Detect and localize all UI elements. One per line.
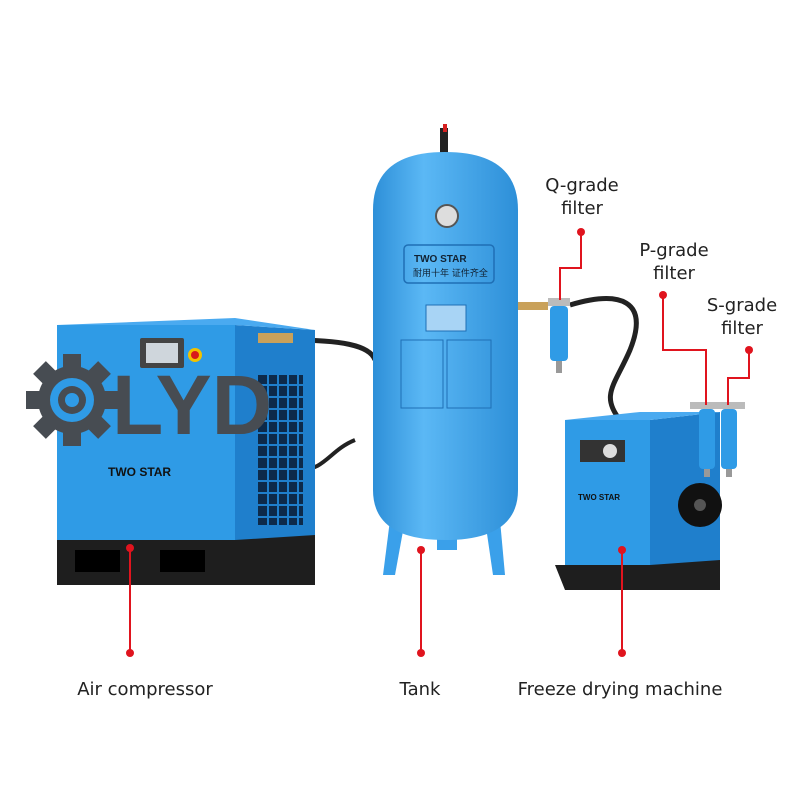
callout-dot — [659, 291, 667, 299]
label-line: filter — [721, 318, 763, 339]
tank: TWO STAR 耐用十年 证件齐全 — [373, 124, 548, 575]
callout-dot — [126, 649, 134, 657]
callout-dot — [577, 228, 585, 236]
label-freeze-drying-machine: Freeze drying machine — [517, 679, 723, 700]
callout-dot — [618, 649, 626, 657]
callout-dot — [126, 544, 134, 552]
label-line: Q-grade — [545, 175, 619, 196]
hose — [569, 296, 639, 422]
label-line: filter — [561, 198, 603, 219]
tank-brand: TWO STAR — [414, 254, 467, 265]
callout-dot — [745, 346, 753, 354]
p-grade-filter — [690, 402, 745, 477]
label-tank: Tank — [399, 679, 441, 700]
air-compressor: TWO STAR — [57, 318, 315, 585]
lyd-watermark: LYD — [26, 354, 272, 452]
callout-dot — [417, 546, 425, 554]
tank-slogan: 耐用十年 证件齐全 — [413, 267, 488, 279]
label-line: P-grade — [639, 240, 709, 261]
label-line: S-grade — [706, 295, 778, 316]
freeze-drying-machine: TWO STAR — [555, 412, 722, 590]
watermark-text: LYD — [112, 358, 272, 452]
q-grade-filter — [548, 298, 570, 373]
gear-icon — [26, 354, 118, 446]
compressor-brand: TWO STAR — [108, 465, 171, 479]
s-grade-filter — [721, 409, 737, 477]
dryer-brand: TWO STAR — [578, 493, 620, 502]
callout-dot — [417, 649, 425, 657]
callout-dot — [618, 546, 626, 554]
label-line: filter — [653, 263, 695, 284]
callout-lines — [129, 232, 750, 653]
label-air-compressor: Air compressor — [77, 679, 213, 700]
